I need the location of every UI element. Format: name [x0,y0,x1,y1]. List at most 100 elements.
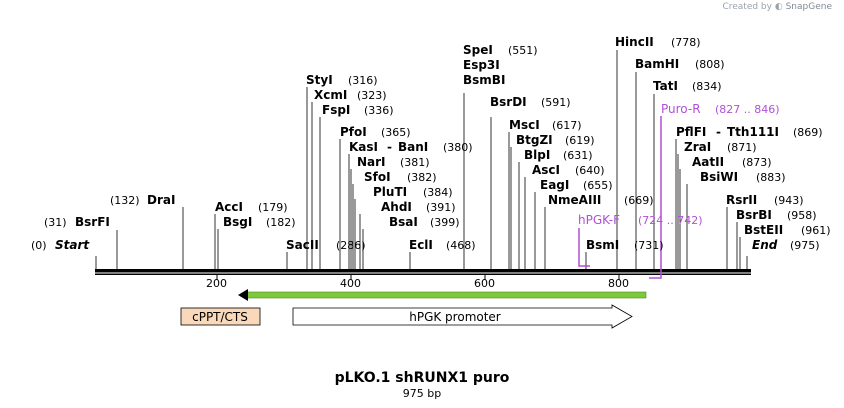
site-position: (384) [423,186,453,199]
green-feature-arrow[interactable] [238,289,647,301]
site-position: (869) [793,126,823,139]
site-position: (336) [364,104,394,117]
site-drai[interactable]: (132) DraI [110,193,175,207]
feature-box [180,307,261,326]
primer-arrow-icon [578,228,590,267]
site-position: (873) [742,156,772,169]
site-position: (883) [756,171,786,184]
site-btgzi[interactable]: BtgZI (619) [516,133,595,147]
arrow-left-icon [238,289,248,301]
site-position: (731) [634,239,664,252]
site-name-2: Tth111I [727,125,779,139]
ruler: 200 400 600 800 [206,275,629,290]
site-pluti[interactable]: PluTI (384) [373,185,453,199]
site-position: (380) [443,141,473,154]
site-name: BsgI [223,215,252,229]
site-nari[interactable]: NarI (381) [357,155,430,169]
site-position: (975) [790,239,820,252]
site-position: (132) [110,194,140,207]
site-name: BsmI [586,238,619,252]
site-ahdi[interactable]: AhdI (391) [381,200,456,214]
site-name: BsiWI [700,170,738,184]
site-bsmi[interactable]: BsmI (731) [586,238,664,252]
site-position: (631) [563,149,593,162]
site-bsrbi[interactable]: BsrBI (958) [736,208,817,222]
site-name: EagI [540,178,569,192]
site-bsrdi[interactable]: BsrDI (591) [490,95,571,109]
site-position: (551) [508,44,538,57]
site-rsrii[interactable]: RsrII (943) [726,193,804,207]
site-bsgi[interactable]: BsgI (182) [223,215,296,229]
feature-hpgk-promoter[interactable]: hPGK promoter [292,304,633,329]
site-separator: - [387,140,392,154]
site-name: PluTI [373,185,407,199]
backbone-bottom-strand [95,273,751,275]
site-fspi[interactable]: FspI (336) [322,103,394,117]
site-position: (399) [430,216,460,229]
site-pflfi-tth111i[interactable]: PflFI - Tth111I (869) [676,125,823,139]
primer-puro-r[interactable]: Puro-R (827 .. 846) [649,102,780,279]
map-title: pLKO.1 shRUNX1 puro [335,370,510,386]
site-aatii[interactable]: AatII (873) [692,155,772,169]
watermark-brand: SnapGene [785,2,832,12]
site-kasi-bani[interactable]: KasI - BanI (380) [349,140,473,154]
site-tati[interactable]: TatI (834) [653,79,722,93]
site-name: Start [55,238,90,252]
site-bsmbi[interactable]: BsmBI [463,73,505,87]
feature-arrow-icon [292,304,633,329]
site-acci[interactable]: AccI (179) [215,200,288,214]
site-asci[interactable]: AscI (640) [532,163,605,177]
primer-arrow-icon [649,116,662,279]
site-name: StyI [306,73,333,87]
primer-name: hPGK-F [578,213,620,227]
site-sfoi[interactable]: SfoI (382) [364,170,437,184]
site-hincii[interactable]: HincII (778) [615,35,701,49]
site-blpi[interactable]: BlpI (631) [524,148,593,162]
site-name: BsrFI [75,215,110,229]
site-bsteii[interactable]: BstEII (961) [744,223,831,237]
site-nmeaiii[interactable]: NmeAIII (669) [548,193,654,207]
arrow-bar [245,291,647,299]
site-position: (382) [407,171,437,184]
site-name: SacII [286,238,319,252]
watermark-prefix: Created by [722,2,772,12]
site-zrai[interactable]: ZraI (871) [684,140,757,154]
site-name: BsrDI [490,95,527,109]
site-esp3i[interactable]: Esp3I [463,58,500,72]
site-msci[interactable]: MscI (617) [509,118,582,132]
feature-cppt-cts[interactable]: cPPT/CTS [180,307,261,326]
site-position: (391) [426,201,456,214]
map-length: 975 bp [403,387,441,400]
site-name: BstEII [744,223,783,237]
site-ecli[interactable]: EclI (468) [409,238,476,252]
site-end[interactable]: End (975) [752,238,820,252]
site-start[interactable]: (0) Start [31,238,90,252]
site-eagi[interactable]: EagI (655) [540,178,613,192]
site-styi[interactable]: StyI (316) [306,73,378,87]
site-name: NmeAIII [548,193,601,207]
site-position: (381) [400,156,430,169]
site-xcmi[interactable]: XcmI (323) [314,88,387,102]
site-name: PfoI [340,125,367,139]
site-bsai[interactable]: BsaI (399) [389,215,460,229]
site-name: BtgZI [516,133,553,147]
site-position: (179) [258,201,288,214]
site-bsrfi[interactable]: (31) BsrFI [44,215,110,229]
site-bsiwi[interactable]: BsiWI (883) [700,170,786,184]
site-bamhi[interactable]: BamHI (808) [635,57,725,71]
site-sacii[interactable]: SacII (286) [286,238,366,252]
site-position: (958) [787,209,817,222]
site-position: (640) [575,164,605,177]
ruler-label: 200 [206,277,227,290]
primer-hpgk-f[interactable]: hPGK-F (724 .. 742) [578,213,703,267]
site-name: ZraI [684,140,711,154]
site-position: (834) [692,80,722,93]
site-name: BsrBI [736,208,772,222]
site-pfoi[interactable]: PfoI (365) [340,125,411,139]
site-position: (182) [266,216,296,229]
site-position: (778) [671,36,701,49]
backbone-top-strand [95,269,751,273]
site-spei[interactable]: SpeI (551) [463,43,538,57]
site-name: End [752,238,778,252]
